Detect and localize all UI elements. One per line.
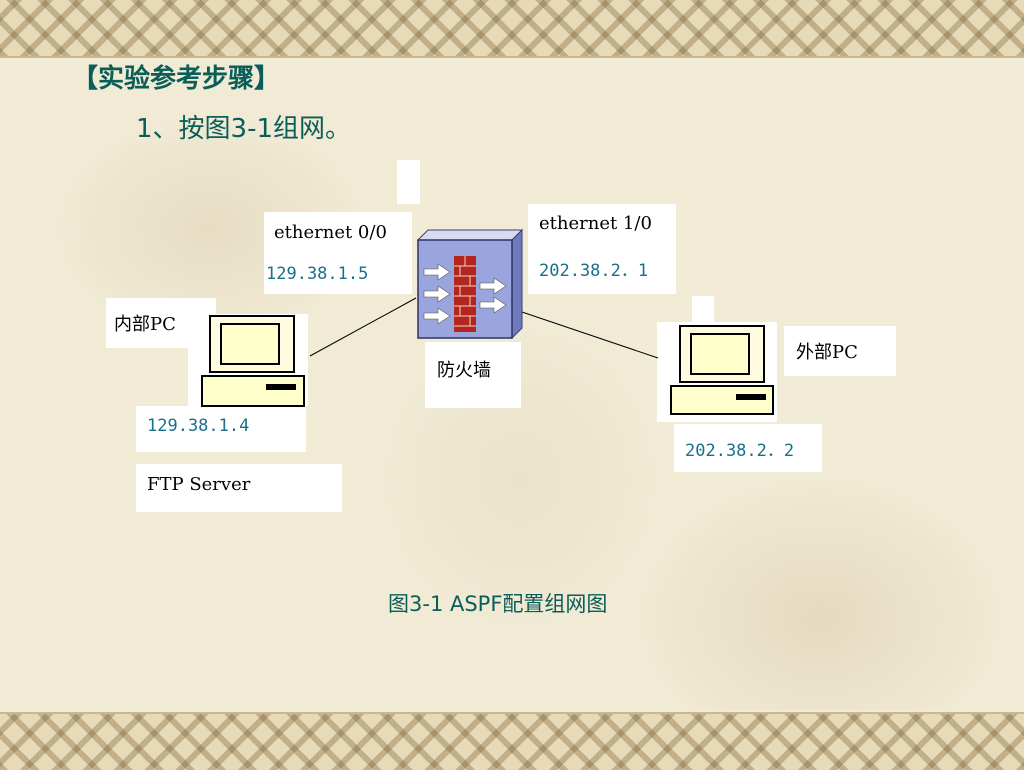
- inner-pc-label: 内部PC: [114, 314, 176, 335]
- section-heading: 【实验参考步骤】: [72, 64, 281, 94]
- inner-pc-ip-box: 129.38.1.4: [136, 406, 306, 452]
- bottom-decorative-band: [0, 712, 1024, 770]
- firewall-icon: [416, 228, 524, 340]
- step-instruction: 1、按图3-1组网。: [136, 114, 352, 144]
- eth00-label-box: ethernet 0/0 129.38.1.5: [264, 212, 412, 294]
- eth00-label: ethernet 0/0: [274, 222, 387, 243]
- outer-pc-label: 外部PC: [796, 342, 858, 363]
- inner-pc-role-box: FTP Server: [136, 464, 342, 512]
- outer-pc-top-blank: [692, 296, 714, 326]
- top-decorative-band: [0, 0, 1024, 58]
- firewall-label-box: 防火墙: [425, 342, 521, 408]
- eth00-ip: 129.38.1.5: [266, 264, 369, 284]
- inner-pc-ip: 129.38.1.4: [147, 416, 250, 436]
- inner-pc-icon: [201, 315, 305, 407]
- outer-pc-label-box: 外部PC: [784, 326, 896, 376]
- firewall-label: 防火墙: [437, 360, 491, 381]
- eth10-label-box: ethernet 1/0 202.38.2．1: [528, 204, 676, 294]
- figure-caption: 图3-1 ASPF配置组网图: [388, 592, 608, 616]
- outer-pc-ip: 202.38.2．2: [685, 441, 795, 461]
- eth10-label: ethernet 1/0: [539, 213, 652, 234]
- outer-pc-ip-box: 202.38.2．2: [674, 424, 822, 472]
- firewall-top-blank: [397, 160, 420, 204]
- outer-pc-icon: [670, 325, 774, 415]
- eth10-ip: 202.38.2．1: [539, 261, 649, 281]
- link-firewall-to-outer: [521, 311, 659, 359]
- inner-pc-role: FTP Server: [147, 474, 251, 495]
- link-inner-to-firewall: [309, 297, 417, 357]
